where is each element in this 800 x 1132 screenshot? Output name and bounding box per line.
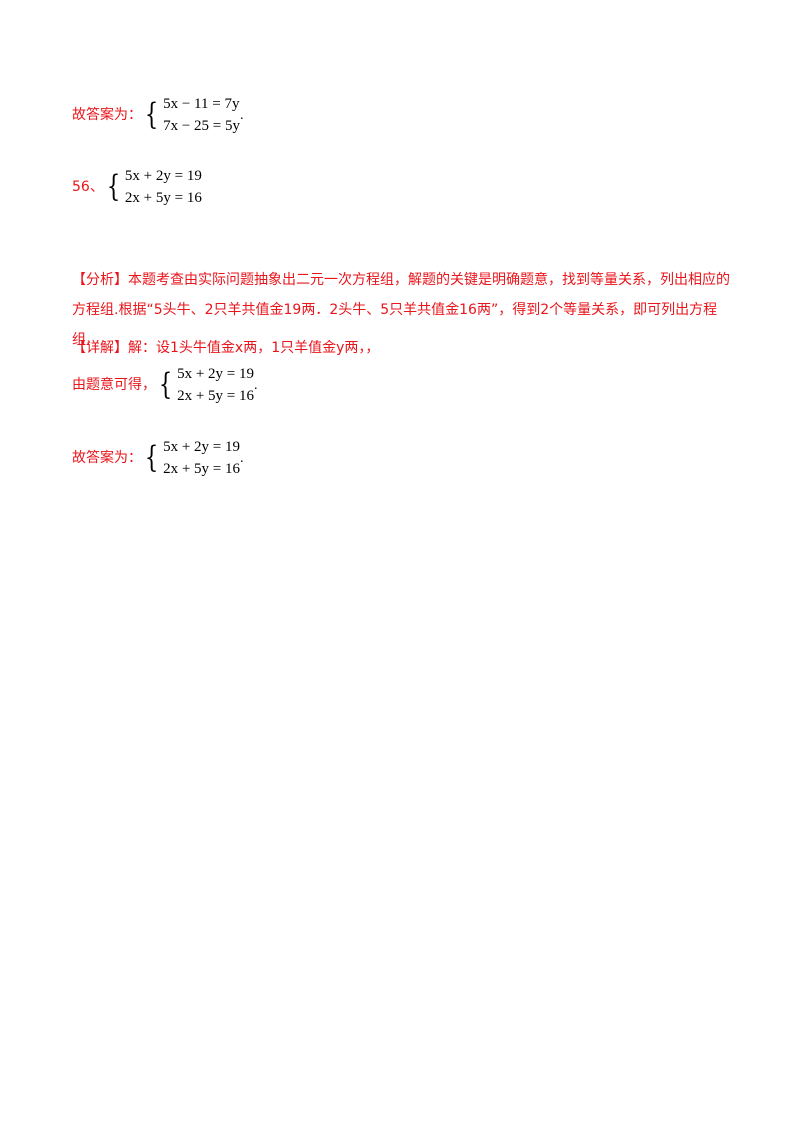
equation: 2x + 5y = 16 — [163, 461, 241, 477]
answer-2: 故答案为： { 5x + 2y = 19 2x + 5y = 16 . — [72, 436, 244, 480]
equation: 2x + 5y = 16 — [124, 190, 202, 206]
equation: 5x + 2y = 19 — [177, 366, 255, 382]
equation: 7x − 25 = 5y — [163, 118, 241, 134]
equation: 5x − 11 = 7y — [163, 96, 240, 112]
equation-system: { 5x + 2y = 19 2x + 5y = 16 — [142, 436, 240, 480]
brace-icon: { — [144, 440, 159, 475]
answer-label: 故答案为： — [72, 107, 142, 123]
equation: 2x + 5y = 16 — [177, 388, 255, 404]
answer-1: 故答案为： { 5x − 11 = 7y 7x − 25 = 5y . — [72, 93, 244, 137]
brace-icon: { — [106, 169, 121, 204]
detail-intro: 【详解】解：设1头牛值金x两，1只羊值金y两，， — [72, 340, 380, 356]
period: . — [254, 378, 258, 393]
period: . — [240, 108, 244, 123]
equation-system: { 5x − 11 = 7y 7x − 25 = 5y — [142, 93, 240, 137]
equation: 5x + 2y = 19 — [163, 439, 241, 455]
derive-label: 由题意可得， — [72, 377, 156, 393]
brace-icon: { — [158, 367, 173, 402]
analysis-paragraph: 【分析】本题考查由实际问题抽象出二元一次方程组，解题的关键是明确题意，找到等量关… — [72, 272, 730, 348]
problem-56: 56、 { 5x + 2y = 19 2x + 5y = 16 — [72, 165, 202, 209]
problem-number: 56、 — [72, 179, 104, 195]
equation: 5x + 2y = 19 — [124, 168, 202, 184]
period: . — [240, 451, 244, 466]
brace-icon: { — [144, 97, 159, 132]
detail-derivation: 由题意可得， { 5x + 2y = 19 2x + 5y = 16 . — [72, 363, 258, 407]
equation-system: { 5x + 2y = 19 2x + 5y = 16 — [104, 165, 202, 209]
answer-label: 故答案为： — [72, 450, 142, 466]
equation-system: { 5x + 2y = 19 2x + 5y = 16 — [156, 363, 254, 407]
